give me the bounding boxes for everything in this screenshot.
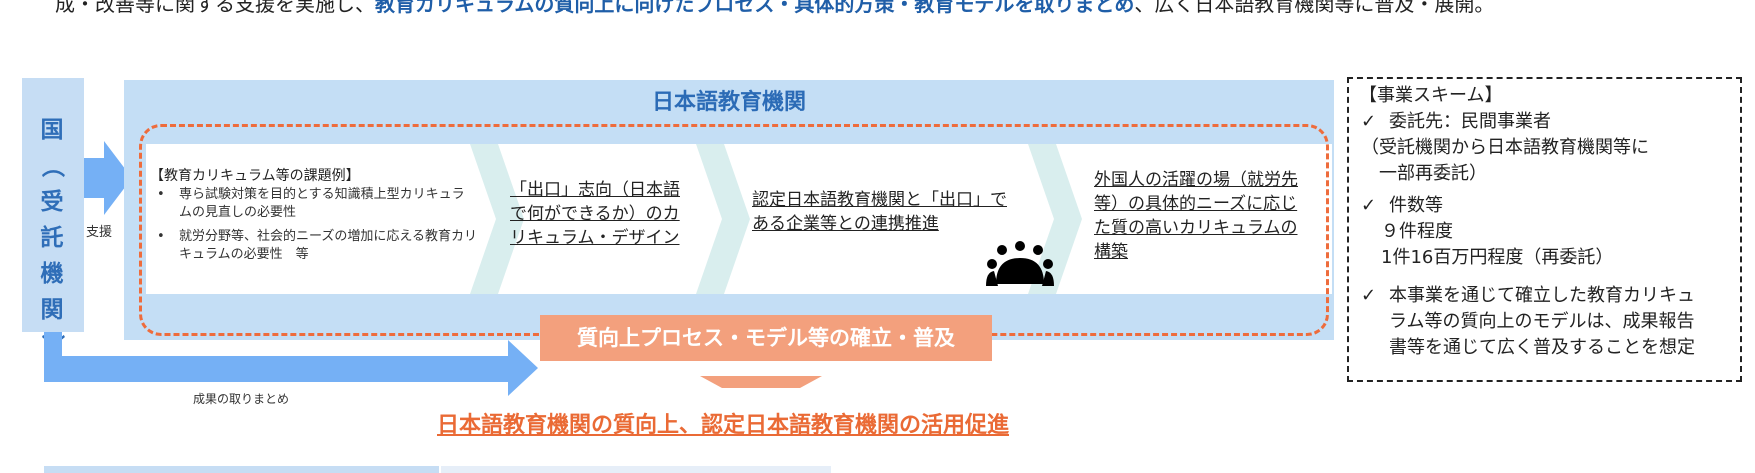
intro-suffix: 、広く日本語教育機関等に普及・展開。 xyxy=(1134,0,1495,16)
institution-title: 日本語教育機関 xyxy=(651,90,806,115)
support-arrow xyxy=(84,141,132,215)
scheme-title: 【事業スキーム】 xyxy=(1359,85,1503,106)
scheme-item-2-head: 件数等 xyxy=(1389,195,1443,216)
establish-down-chevron xyxy=(700,376,822,388)
next-section-band-1 xyxy=(44,466,439,473)
summary-label: 成果の取りまとめ xyxy=(193,392,290,406)
issue-item-1: •専ら試験対策を目的とする知識積上型カリキュラムの見直しの必要性 xyxy=(157,187,465,220)
scheme-item-2-line-2: 1件16百万円程度（再委託） xyxy=(1381,247,1614,268)
step-2-text: 認定日本語教育機関と「出口」である企業等との連携推進 xyxy=(752,190,1007,234)
government-label-char: 国 xyxy=(40,117,64,143)
government-label-char: 機 xyxy=(40,261,64,287)
establish-label: 質向上プロセス・モデル等の確立・普及 xyxy=(577,326,955,350)
process-chevron-3 xyxy=(1028,144,1082,294)
summary-arrow xyxy=(44,332,538,396)
scheme-item-1-head: 委託先：民間事業者 xyxy=(1389,111,1551,132)
issue-item-2: •就労分野等、社会的ニーズの増加に応える教育カリキュラムの必要性 等 xyxy=(157,229,477,262)
intro-prefix: 成・改善等に関する支援を実施し、 xyxy=(55,0,375,16)
government-label-char: 関 xyxy=(40,297,64,323)
scheme-item-2-line-1: ９件程度 xyxy=(1381,221,1453,242)
government-label: 国（受託機関） xyxy=(32,112,72,364)
scheme-item-1-line-2: 一部再委託） xyxy=(1361,163,1487,184)
next-section-band-2 xyxy=(441,466,831,473)
step-3-text: 外国人の活躍の場（就労先等）の具体的ニーズに応じた質の高いカリキュラムの構築 xyxy=(1094,170,1298,262)
issues-title: 【教育カリキュラム等の課題例】 xyxy=(150,168,360,184)
scheme-box: 【事業スキーム】 ✓ 委託先：民間事業者 （受託機関から日本語教育機関等に 一部… xyxy=(1347,77,1742,382)
process-chevron-1 xyxy=(470,144,524,294)
step-1-text: 「出口」志向（日本語で何ができるか）のカリキュラム・デザイン xyxy=(510,180,680,248)
scheme-item-3-line-2: 書等を通じて広く普及することを想定 xyxy=(1389,337,1695,358)
support-label: 支援 xyxy=(86,225,113,240)
government-label-char: 託 xyxy=(40,225,64,251)
people-meeting-icon xyxy=(986,241,1054,286)
scheme-item-3-check: ✓ xyxy=(1361,285,1377,306)
establish-box xyxy=(540,315,992,361)
scheme-item-2-check: ✓ xyxy=(1361,195,1377,216)
scheme-item-1-line-1: （受託機関から日本語教育機関等に xyxy=(1361,137,1649,158)
government-box xyxy=(22,78,84,332)
scheme-item-3-head: 本事業を通じて確立した教育カリキュ xyxy=(1389,285,1695,306)
scheme-item-1-check: ✓ xyxy=(1361,111,1377,132)
scheme-item-3-line-1: ラム等の質向上のモデルは、成果報告 xyxy=(1389,311,1695,332)
intro-text: 成・改善等に関する支援を実施し、教育カリキュラムの質向上に向けたプロセス・具体的… xyxy=(55,0,1494,17)
intro-emphasis: 教育カリキュラムの質向上に向けたプロセス・具体的方策・教育モデルを取りまとめ xyxy=(375,0,1135,16)
result-label: 日本語教育機関の質向上、認定日本語教育機関の活用促進 xyxy=(437,413,1010,438)
process-chevron-2 xyxy=(696,144,750,294)
government-label-char: 受 xyxy=(40,189,64,215)
